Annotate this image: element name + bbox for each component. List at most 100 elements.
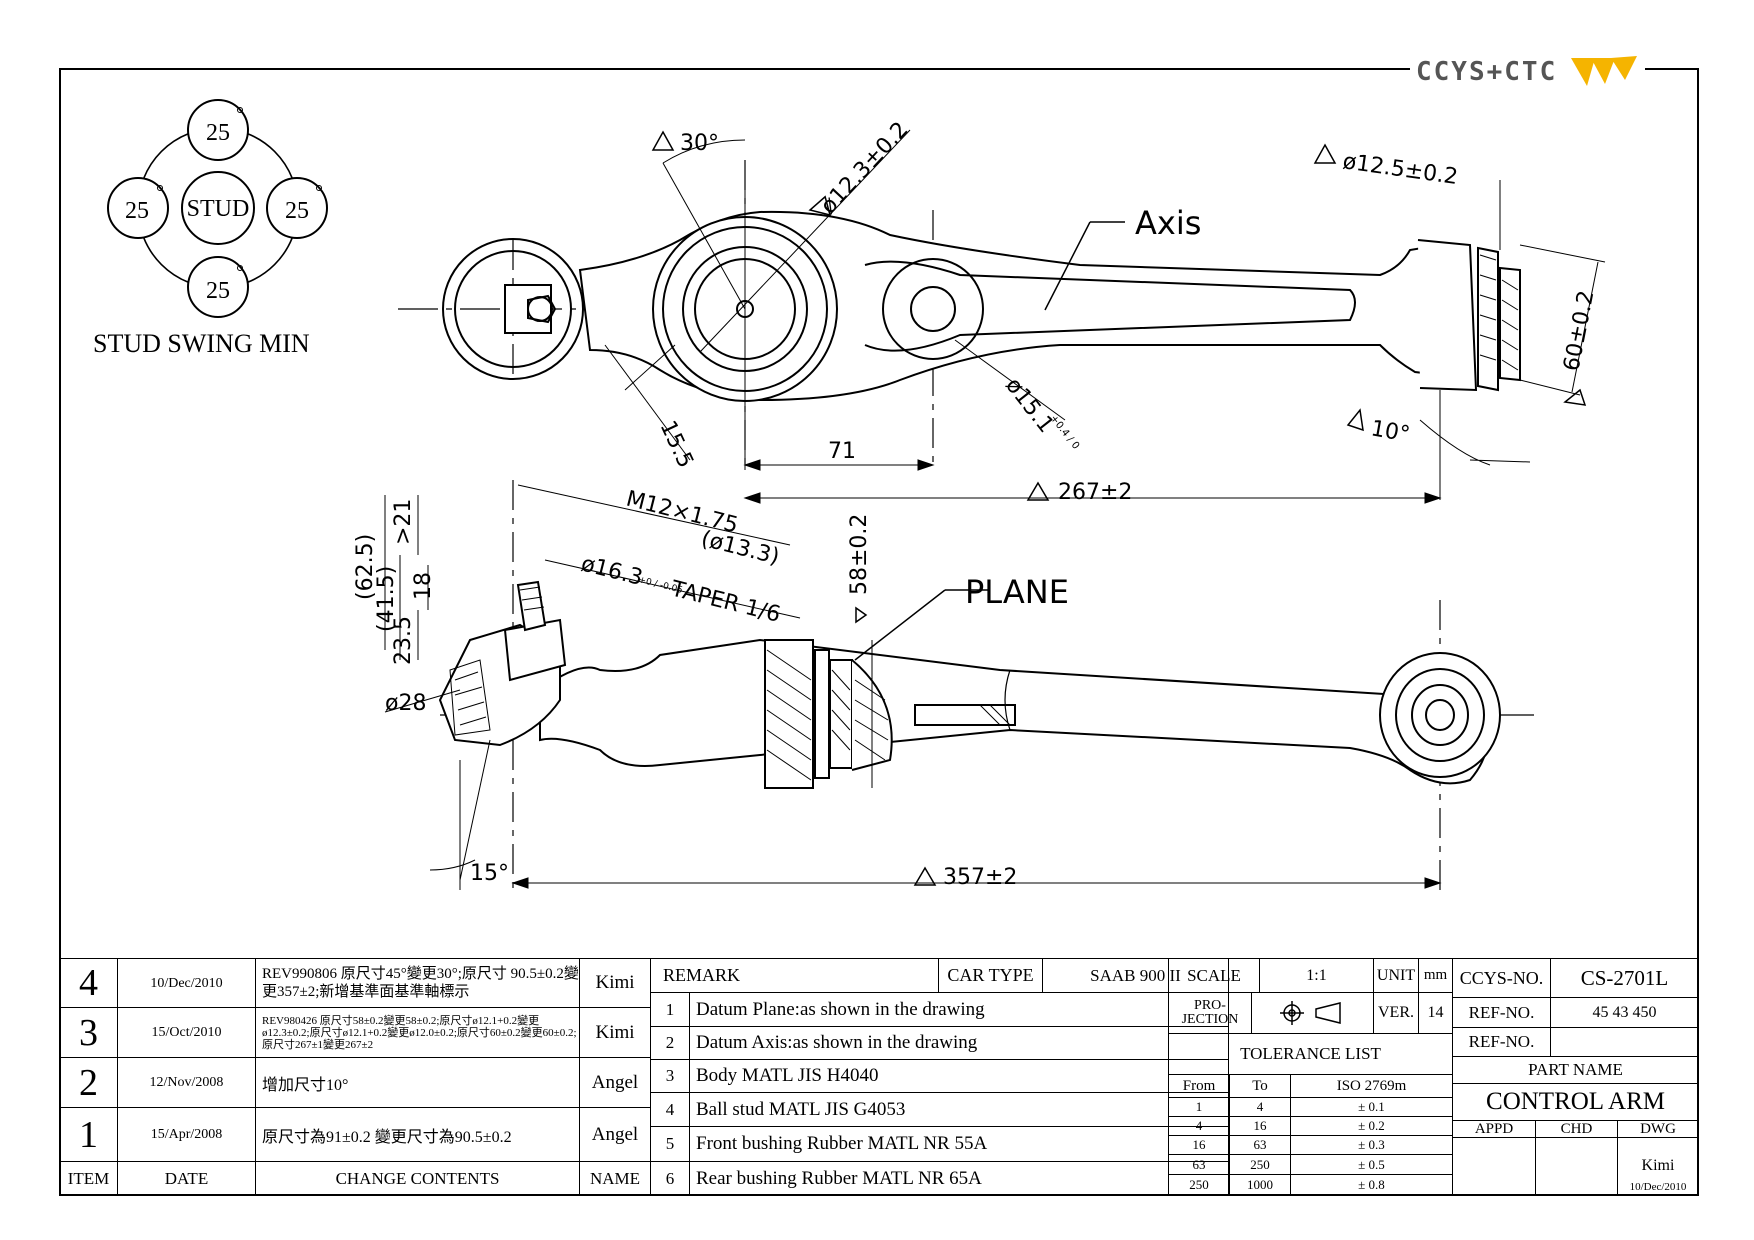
projection-symbol — [1251, 992, 1374, 1034]
rev-name-1: Angel — [579, 1107, 651, 1162]
plane-label: PLANE — [965, 573, 1069, 611]
dim-30: 30° — [680, 131, 719, 156]
remark-no-3: 3 — [650, 1059, 690, 1093]
dim-taper: TAPER 1/6 — [668, 576, 783, 628]
dim-d12-5: ø12.5±0.2 — [1341, 149, 1459, 190]
scale-value: 1:1 — [1259, 958, 1374, 993]
tol-row-2-from: 4 — [1168, 1116, 1230, 1136]
tol-row-5-to: 1000 — [1229, 1174, 1291, 1196]
ref-no-value: 45 43 450 — [1550, 997, 1699, 1028]
remark-text-4: Ball stud MATL JIS G4053 — [689, 1092, 1229, 1127]
rev-content-2: 增加尺寸10° — [255, 1057, 580, 1108]
dim-d16-3: ø16.3 — [579, 552, 646, 591]
remark-no-4: 4 — [650, 1092, 690, 1127]
remark-text-3: Body MATL JIS H4040 — [689, 1059, 1229, 1093]
rev-name-2: Angel — [579, 1057, 651, 1108]
dim-d15-1-tol: +0.4 / 0 — [1048, 413, 1082, 452]
part-name-value: CONTROL ARM — [1452, 1083, 1699, 1121]
ref-no2-label: REF-NO. — [1452, 1027, 1551, 1057]
ccys-no-label: CCYS-NO. — [1452, 958, 1551, 998]
rev-item-1: 1 — [59, 1107, 118, 1162]
rev-date-1: 15/Apr/2008 — [117, 1107, 256, 1162]
rev-item-3: 3 — [59, 1007, 118, 1058]
dim-d15-1: ø15.1 — [1000, 373, 1058, 438]
tol-row-4-from: 63 — [1168, 1154, 1230, 1175]
dwg-value: Kimi 10/Dec/2010 — [1617, 1137, 1699, 1196]
dim-d13-3: (ø13.3) — [699, 527, 782, 571]
rev-header-item: ITEM — [59, 1161, 118, 1196]
dim-d12-3: ø12.3±0.2 — [816, 117, 913, 219]
swing-angle-top: 25 — [206, 120, 230, 146]
unit-value: mm — [1418, 958, 1453, 993]
rev-header-date: DATE — [117, 1161, 256, 1196]
swing-angle-right: 25 — [285, 198, 309, 224]
logo-mark-icon — [1571, 56, 1638, 86]
dim-15deg: 15° — [470, 861, 509, 886]
title-block: 4 10/Dec/2010 REV990806 原尺寸45°變更30°;原尺寸 … — [59, 958, 1699, 1196]
dim-15-5: 15.5 — [655, 417, 698, 472]
tol-row-3-value: ± 0.3 — [1290, 1135, 1453, 1155]
third-angle-projection-icon — [1279, 1001, 1341, 1025]
remark-text-1: Datum Plane:as shown in the drawing — [689, 992, 1229, 1027]
part-name-label: PART NAME — [1452, 1056, 1699, 1084]
remark-no-1: 1 — [650, 992, 690, 1027]
dim-58: 58±0.2 — [847, 514, 872, 595]
car-type-label: CAR TYPE — [938, 958, 1043, 993]
chd-value — [1535, 1137, 1618, 1196]
tol-row-4-value: ± 0.5 — [1290, 1154, 1453, 1175]
dim-18: 18 — [411, 572, 436, 600]
dim-d28: ø28 — [385, 691, 426, 716]
rev-content-4: REV990806 原尺寸45°變更30°;原尺寸 90.5±0.2變更357±… — [255, 958, 580, 1008]
remark-text-6: Rear bushing Rubber MATL NR 65A — [689, 1161, 1229, 1196]
axis-label: Axis — [1135, 204, 1201, 242]
remark-no-5: 5 — [650, 1126, 690, 1162]
tol-row-2-value: ± 0.2 — [1290, 1116, 1453, 1136]
tol-header-iso: ISO 2769m — [1290, 1074, 1453, 1098]
tol-row-4-to: 250 — [1229, 1154, 1291, 1175]
rev-header-content: CHANGE CONTENTS — [255, 1161, 580, 1196]
swing-angle-left: 25 — [125, 198, 149, 224]
rev-content-3: REV980426 原尺寸58±0.2變更58±0.2;原尺寸ø12.1+0.2… — [255, 1007, 580, 1058]
rev-date-2: 12/Nov/2008 — [117, 1057, 256, 1108]
unit-label: UNIT — [1373, 958, 1419, 993]
dim-60: 60±0.2 — [1559, 288, 1599, 373]
remark-label: REMARK — [650, 958, 939, 993]
rev-date-3: 15/Oct/2010 — [117, 1007, 256, 1058]
dim-10: 10° — [1369, 416, 1412, 447]
dwg-label: DWG — [1617, 1120, 1699, 1138]
rev-header-name: NAME — [579, 1161, 651, 1196]
company-logo: CCYS+CTC — [1410, 50, 1646, 94]
technical-drawing: STUD 25 25 25 25 STUD SWING MIN — [93, 99, 1606, 890]
tol-row-3-from: 16 — [1168, 1135, 1230, 1155]
ref-no-label: REF-NO. — [1452, 997, 1551, 1028]
remark-text-2: Datum Axis:as shown in the drawing — [689, 1026, 1229, 1060]
dwg-by: Kimi — [1641, 1157, 1675, 1174]
ver-label: VER. — [1373, 992, 1419, 1034]
remark-no-6: 6 — [650, 1161, 690, 1196]
rev-item-2: 2 — [59, 1057, 118, 1108]
ver-value: 14 — [1418, 992, 1453, 1034]
side-view: PLANE 58±0.2 M12×1.75 (ø13.3) ø16.3 +0 /… — [353, 480, 1540, 890]
ref-no2-value — [1550, 1027, 1699, 1057]
tol-row-1-value: ± 0.1 — [1290, 1097, 1453, 1117]
stud-label: STUD — [187, 196, 250, 222]
tol-row-1-from: 1 — [1168, 1097, 1230, 1117]
top-view: Axis 30° ø12.3±0.2 ø12.5±0.2 60±0.2 10° … — [398, 117, 1606, 505]
ccys-no-value: CS-2701L — [1550, 958, 1699, 998]
dim-267: 267±2 — [1058, 480, 1132, 505]
appd-value — [1452, 1137, 1536, 1196]
logo-text: CCYS+CTC — [1416, 57, 1558, 87]
swing-angle-bottom: 25 — [206, 278, 230, 304]
rev-item-4: 4 — [59, 958, 118, 1008]
tol-row-1-to: 4 — [1229, 1097, 1291, 1117]
rev-name-3: Kimi — [579, 1007, 651, 1058]
rev-name-4: Kimi — [579, 958, 651, 1008]
tol-row-3-to: 63 — [1229, 1135, 1291, 1155]
appd-label: APPD — [1452, 1120, 1536, 1138]
dim-21: >21 — [391, 499, 416, 545]
dim-62-5: (62.5) — [353, 534, 378, 600]
scale-label: SCALE — [1168, 958, 1260, 993]
chd-label: CHD — [1535, 1120, 1618, 1138]
remark-text-5: Front bushing Rubber MATL NR 55A — [689, 1126, 1229, 1162]
dim-23-5: 23.5 — [391, 616, 416, 665]
